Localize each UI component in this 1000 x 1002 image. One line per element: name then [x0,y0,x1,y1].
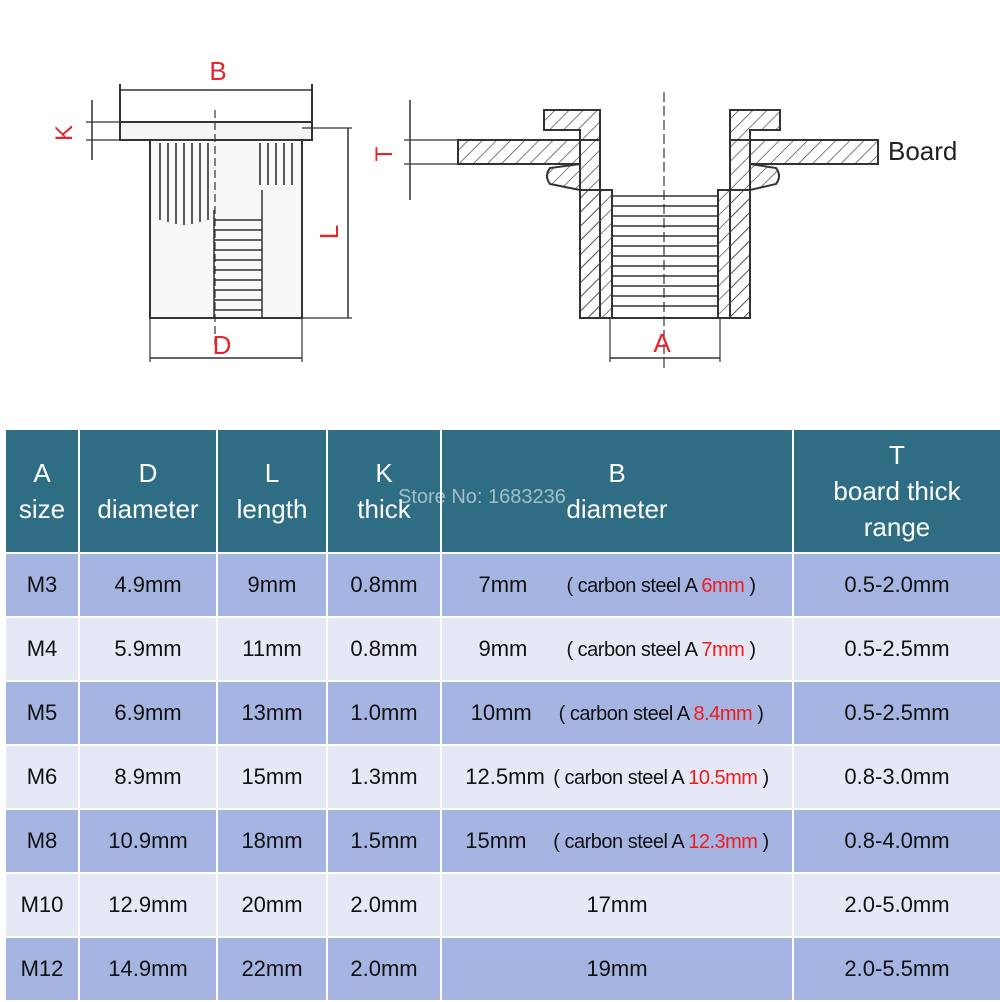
cell-d: 10.9mm [78,808,218,874]
cell-b: 19mm [440,936,794,1002]
cell-size: M4 [4,616,80,682]
cell-b: 17mm [440,872,794,938]
cell-l: 15mm [216,744,328,810]
cell-d: 12.9mm [78,872,218,938]
cell-size: M10 [4,872,80,938]
cell-l: 20mm [216,872,328,938]
rivet-nut-diagram: B K L D [51,56,957,370]
label-d: D [213,330,232,360]
cell-t: 0.5-2.0mm [792,552,1000,618]
cell-l: 22mm [216,936,328,1002]
label-l: L [314,225,344,239]
cell-l: 13mm [216,680,328,746]
cell-l: 9mm [216,552,328,618]
table-row: M5 6.9mm 13mm 1.0mm 10mm( carbon steel A… [4,680,1000,746]
label-k: K [51,125,78,141]
table-row: M3 4.9mm 9mm 0.8mm 7mm( carbon steel A 6… [4,552,1000,618]
cell-size: M5 [4,680,80,746]
cell-size: M3 [4,552,80,618]
cell-t: 2.0-5.0mm [792,872,1000,938]
table-row: M10 12.9mm 20mm 2.0mm 17mm 2.0-5.0mm [4,872,1000,938]
cell-t: 0.5-2.5mm [792,680,1000,746]
installed-section-view [404,92,879,370]
cell-d: 5.9mm [78,616,218,682]
cell-b: 9mm( carbon steel A 7mm ) [440,616,794,682]
cell-k: 0.8mm [326,552,442,618]
cell-b: 15mm( carbon steel A 12.3mm ) [440,808,794,874]
cell-k: 2.0mm [326,872,442,938]
cell-d: 4.9mm [78,552,218,618]
cell-t: 0.8-3.0mm [792,744,1000,810]
cell-b: 10mm( carbon steel A 8.4mm ) [440,680,794,746]
label-board: Board [888,136,957,166]
cell-size: M8 [4,808,80,874]
cell-d: 6.9mm [78,680,218,746]
table-row: M4 5.9mm 11mm 0.8mm 9mm( carbon steel A … [4,616,1000,682]
cell-size: M6 [4,744,80,810]
cell-k: 1.5mm [326,808,442,874]
cell-k: 0.8mm [326,616,442,682]
label-b: B [209,56,226,86]
cell-t: 0.5-2.5mm [792,616,1000,682]
label-a: A [653,328,671,358]
table-row: M12 14.9mm 22mm 2.0mm 19mm 2.0-5.5mm [4,936,1000,1002]
cell-size: M12 [4,936,80,1002]
label-t: T [371,146,398,161]
cell-k: 1.0mm [326,680,442,746]
rivet-nut-side-view [86,84,352,362]
cell-t: 0.8-4.0mm [792,808,1000,874]
cell-d: 8.9mm [78,744,218,810]
cell-k: 2.0mm [326,936,442,1002]
table-row: M6 8.9mm 15mm 1.3mm 12.5mm( carbon steel… [4,744,1000,810]
table-row: M8 10.9mm 18mm 1.5mm 15mm( carbon steel … [4,808,1000,874]
cell-l: 18mm [216,808,328,874]
cell-k: 1.3mm [326,744,442,810]
cell-b: 7mm( carbon steel A 6mm ) [440,552,794,618]
cell-d: 14.9mm [78,936,218,1002]
cell-l: 11mm [216,616,328,682]
cell-t: 2.0-5.5mm [792,936,1000,1002]
cell-b: 12.5mm( carbon steel A 10.5mm ) [440,744,794,810]
